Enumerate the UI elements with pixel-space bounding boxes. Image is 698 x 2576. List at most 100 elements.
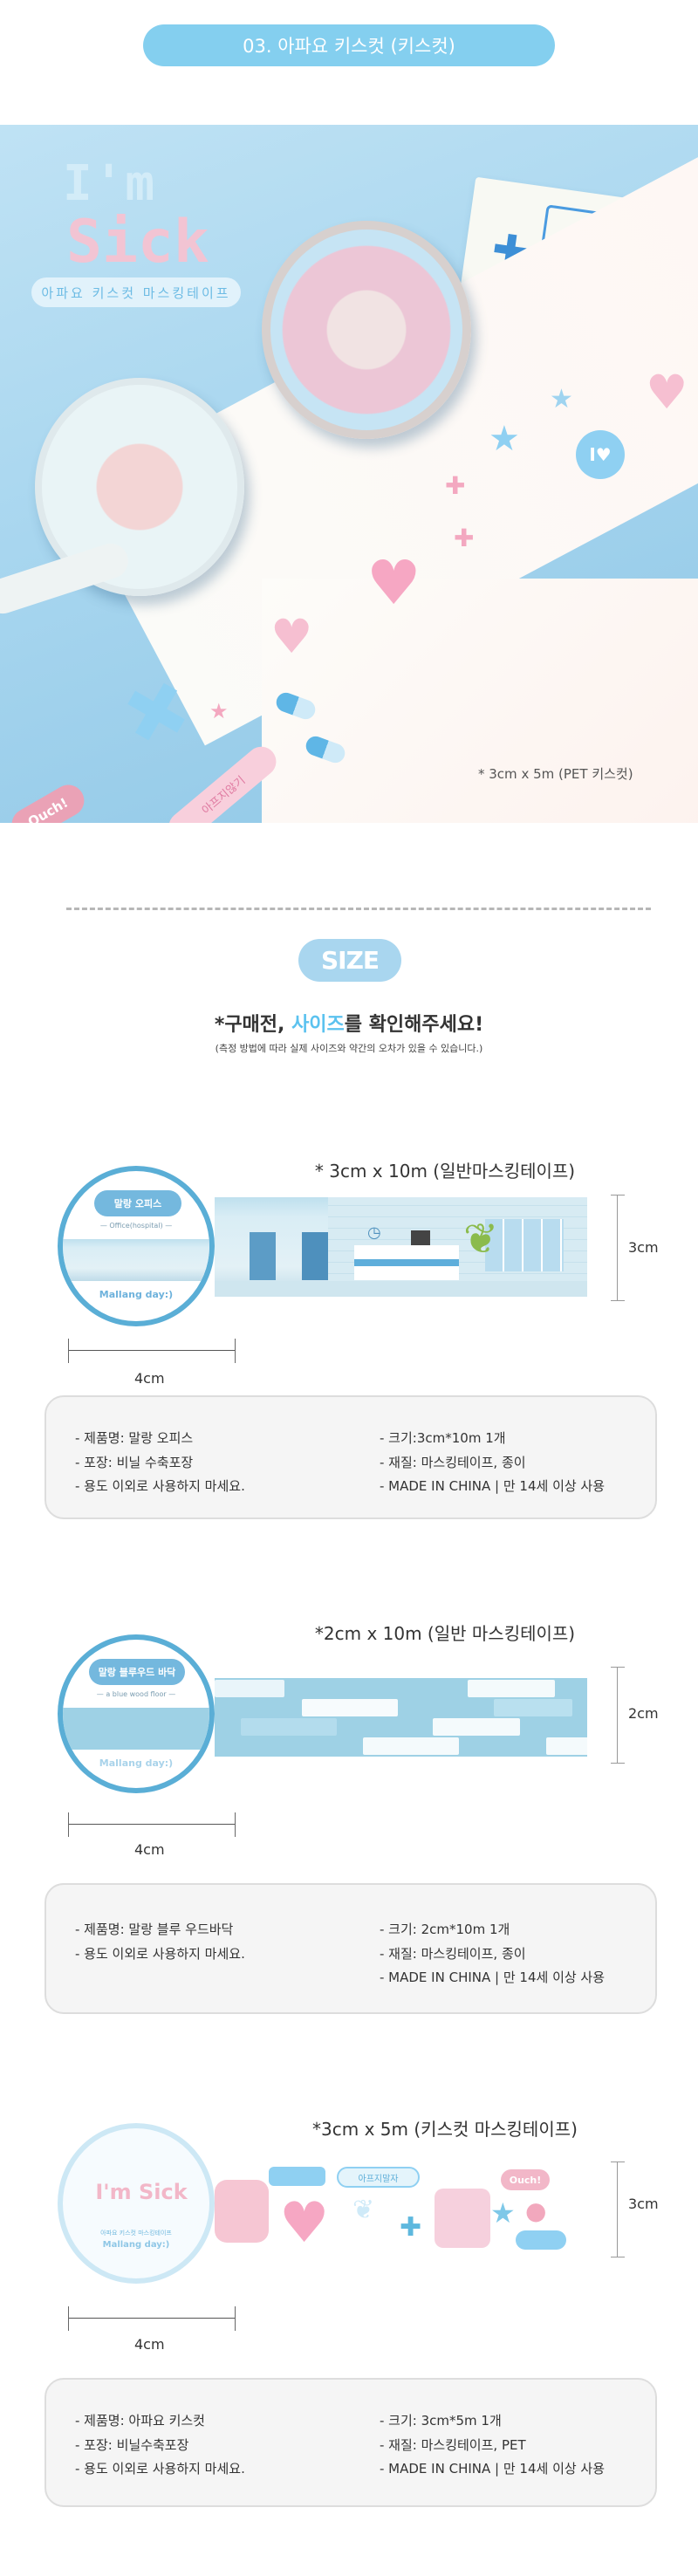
roll-subtitle: — a blue wood floor —	[96, 1690, 176, 1698]
size-heading: *구매전, 사이즈를 확인해주세요!	[0, 1009, 698, 1037]
ouch-sticker: Ouch!	[6, 778, 90, 823]
product-2-tape-strip	[215, 1678, 587, 1757]
cross-sticker-icon: ✚	[400, 2212, 422, 2243]
width-dimension	[68, 1812, 236, 1837]
height-label: 3cm	[628, 2196, 659, 2212]
size-heading-pre: *구매전,	[214, 1014, 292, 1036]
star-sticker-icon: ★	[489, 419, 520, 459]
tape-roll-back	[262, 221, 471, 439]
plant-icon: ❦	[463, 1215, 499, 1264]
info-right: - 크기: 2cm*10m 1개 - 재질: 마스킹테이프, 종이 - MADE…	[380, 1918, 605, 1990]
size-heading-highlight: 사이즈	[291, 1014, 345, 1036]
roll-brand: Mallang day:)	[99, 1757, 174, 1769]
info-left: - 제품명: 말랑 블루 우드바닥 - 용도 이외로 사용하지 마세요.	[75, 1918, 245, 1966]
info-line: - 재질: 마스킹테이프, PET	[380, 2436, 526, 2453]
product-3-tape-roll: I'm Sick 아파요 키스컷 마스킹테이프 Mallang day:)	[58, 2123, 215, 2284]
roll-pattern	[63, 1708, 209, 1750]
door	[302, 1232, 328, 1280]
width-dimension	[68, 1339, 236, 1363]
product-1-info-box: - 제품명: 말랑 오피스 - 포장: 비닐 수축포장 - 용도 이외로 사용하…	[44, 1395, 657, 1519]
size-note: (측정 방법에 따라 실제 사이즈와 약간의 오차가 있을 수 있습니다.)	[215, 1043, 483, 1054]
info-right: - 크기: 3cm*5m 1개 - 재질: 마스킹테이프, PET - MADE…	[380, 2409, 605, 2482]
heart-sticker-icon: ♥	[646, 365, 688, 420]
info-line: - 재질: 마스킹테이프, 종이	[380, 1454, 526, 1470]
heart-sticker-icon: ♥	[366, 547, 421, 619]
width-label: 4cm	[134, 1370, 165, 1387]
reception-desk	[354, 1245, 459, 1280]
info-line: - 용도 이외로 사용하지 마세요.	[75, 2461, 245, 2477]
roll-pattern	[63, 1239, 209, 1281]
product-1-tape-roll: 말랑 오피스 — Office(hospital) — Mallang day:…	[58, 1166, 215, 1326]
info-right: - 크기:3cm*10m 1개 - 재질: 마스킹테이프, 종이 - MADE …	[380, 1427, 605, 1499]
syringe-sticker	[269, 2167, 325, 2186]
info-line: - 크기: 2cm*10m 1개	[380, 1922, 510, 1937]
size-badge: SIZE	[298, 939, 401, 982]
info-line: - 크기: 3cm*5m 1개	[380, 2413, 502, 2429]
info-line: - MADE IN CHINA | 만 14세 이상 사용	[380, 1970, 606, 1985]
star-sticker-icon: ★	[490, 2196, 516, 2230]
tape-strip-paper-corner	[262, 579, 698, 823]
roll-subtitle: 아파요 키스컷 마스킹테이프	[100, 2230, 172, 2237]
heart-sticker-icon: ♥	[270, 609, 313, 664]
info-line: - 용도 이외로 사용하지 마세요.	[75, 1945, 245, 1962]
info-line: - 제품명: 말랑 오피스	[75, 1430, 194, 1446]
pill-sticker-icon: ●	[525, 2196, 547, 2225]
product-3-spec: *3cm x 5m (키스컷 마스킹테이프)	[312, 2119, 578, 2140]
roll-title: 말랑 블루우드 바닥	[89, 1659, 185, 1685]
floor	[215, 1281, 587, 1297]
info-left: - 제품명: 아파요 키스컷 - 포장: 비닐수축포장 - 용도 이외로 사용하…	[75, 2409, 245, 2482]
photo-title-im: I'm	[63, 155, 157, 212]
product-2-info-box: - 제품명: 말랑 블루 우드바닥 - 용도 이외로 사용하지 마세요. - 크…	[44, 1883, 657, 2014]
door	[250, 1232, 276, 1280]
info-line: - MADE IN CHINA | 만 14세 이상 사용	[380, 2461, 606, 2477]
cross-sticker-icon: ✚	[445, 471, 466, 500]
info-line: - 크기:3cm*10m 1개	[380, 1430, 506, 1446]
product-1-tape-strip: ◷ ❦	[215, 1197, 587, 1297]
photo-caption: * 3cm x 5m (PET 키스컷)	[478, 766, 633, 782]
height-dimension	[611, 1195, 625, 1301]
height-dimension	[611, 2162, 625, 2257]
info-line: - 제품명: 아파요 키스컷	[75, 2413, 205, 2429]
product-2-tape-roll: 말랑 블루우드 바닥 — a blue wood floor — Mallang…	[58, 1634, 215, 1793]
height-dimension	[611, 1667, 625, 1764]
bear-sticker	[435, 2189, 490, 2248]
ouch-sticker: Ouch!	[501, 2169, 550, 2190]
window	[485, 1219, 564, 1271]
section-title-pill: 03. 아파요 키스컷 (키스컷)	[143, 24, 555, 66]
info-line: - 제품명: 말랑 블루 우드바닥	[75, 1922, 234, 1937]
sick-heart-sticker: I♥	[576, 430, 625, 479]
info-left: - 제품명: 말랑 오피스 - 포장: 비닐 수축포장 - 용도 이외로 사용하…	[75, 1427, 245, 1499]
cat-sticker	[215, 2180, 269, 2243]
photo-title-sick: Sick	[66, 208, 209, 277]
info-line: - 재질: 마스킹테이프, 종이	[380, 1945, 526, 1962]
width-dimension	[68, 2306, 236, 2331]
info-line: - 포장: 비닐 수축포장	[75, 1454, 194, 1470]
info-line: - 포장: 비닐수축포장	[75, 2436, 189, 2453]
roll-brand: Mallang day:)	[102, 2240, 170, 2250]
cross-sticker-icon: ✚	[454, 524, 475, 552]
clock-icon: ◷	[367, 1223, 381, 1242]
info-line: - 용도 이외로 사용하지 마세요.	[75, 1478, 245, 1494]
section-divider	[66, 908, 651, 910]
product-3-tape-strip: 아프지말자 ♥ ❦ ✚ Ouch! ★ ●	[215, 2162, 587, 2253]
heart-sticker-icon: ♥	[279, 2191, 330, 2253]
bandage-sticker	[516, 2230, 566, 2250]
monitor-icon	[411, 1230, 430, 1246]
product-3-info-box: - 제품명: 아파요 키스컷 - 포장: 비닐수축포장 - 용도 이외로 사용하…	[44, 2378, 657, 2507]
width-label: 4cm	[134, 1841, 165, 1858]
product-photo: ✚ I'm Sick 아파요 키스컷 마스킹테이프 ★ ★ ✚ ✚ ♥ ♥ ♥ …	[0, 125, 698, 823]
height-label: 3cm	[628, 1239, 659, 1256]
photo-product-label: 아파요 키스컷 마스킹테이프	[31, 277, 241, 307]
product-1-spec: * 3cm x 10m (일반마스킹테이프)	[314, 1161, 576, 1182]
roll-title: 말랑 오피스	[94, 1190, 181, 1216]
roll-subtitle: — Office(hospital) —	[99, 1222, 173, 1230]
roll-brand: Mallang day:)	[99, 1289, 174, 1300]
tooth-sticker-icon: ❦	[352, 2195, 375, 2225]
star-sticker-icon: ★	[209, 699, 229, 723]
text-sticker: 아프지말자	[337, 2167, 420, 2188]
size-heading-post: 를 확인해주세요!	[344, 1014, 484, 1036]
height-label: 2cm	[628, 1705, 659, 1722]
roll-title: I'm Sick	[95, 2180, 188, 2204]
product-2-spec: *2cm x 10m (일반 마스킹테이프)	[314, 1623, 576, 1644]
info-line: - MADE IN CHINA | 만 14세 이상 사용	[380, 1478, 606, 1494]
